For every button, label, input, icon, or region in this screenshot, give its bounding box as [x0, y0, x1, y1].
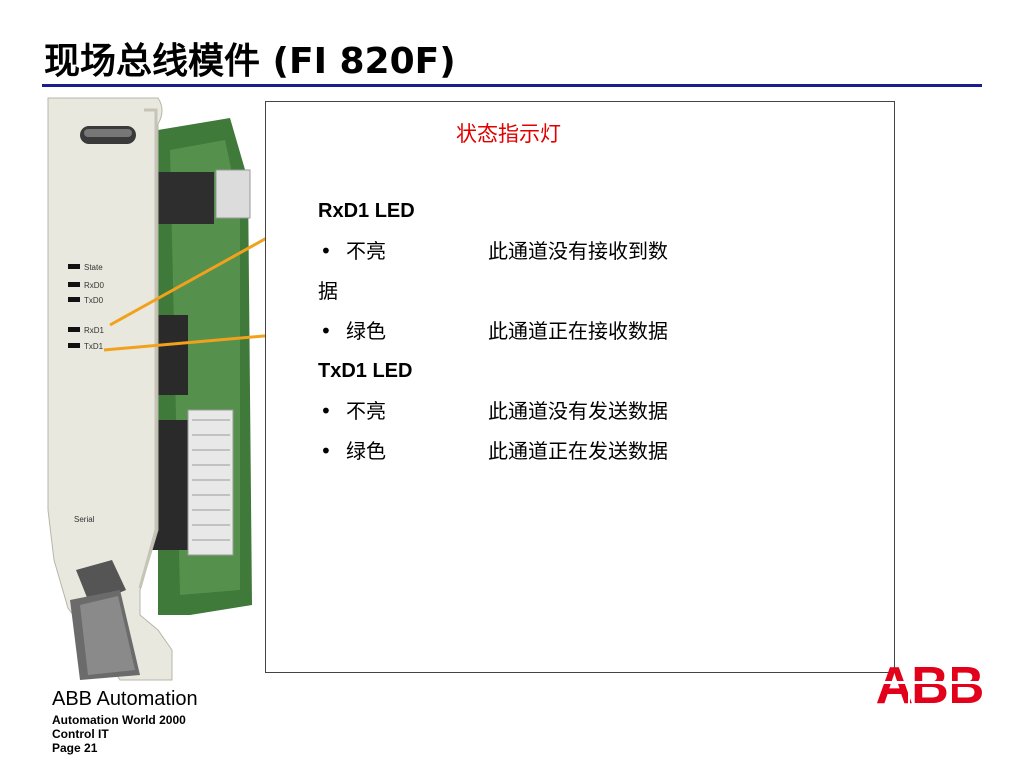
- footer-product: Control IT: [52, 727, 109, 741]
- bullet-icon: •: [320, 239, 332, 263]
- row-desc: 此通道没有接收到数: [488, 239, 668, 263]
- led-rxd1: [68, 327, 80, 332]
- rxd1-title: RxD1 LED: [318, 200, 415, 222]
- status-heading: 状态指示灯: [456, 122, 561, 146]
- led-label-txd1: TxD1: [84, 342, 104, 351]
- led-txd1: [68, 343, 80, 348]
- rxd1-row-off: • 不亮 此通道没有接收到数 据: [318, 238, 738, 318]
- txd1-row-green: • 绿色 此通道正在发送数据: [318, 438, 738, 478]
- slide-title: 现场总线模件 (FI 820F): [44, 41, 456, 82]
- module-bottom-label: Serial: [74, 515, 95, 524]
- status-content: RxD1 LED • 不亮 此通道没有接收到数 据 • 绿色 此通道正在接收数据…: [318, 198, 738, 478]
- row-desc: 此通道正在接收数据: [488, 319, 668, 343]
- txd1-title: TxD1 LED: [318, 360, 413, 382]
- footer-event: Automation World 2000: [52, 713, 186, 727]
- chip: [150, 172, 214, 224]
- module-illustration: State RxD0 TxD0 RxD1 TxD1 Serial: [47, 97, 252, 681]
- row-state: 绿色: [346, 319, 386, 343]
- rxd1-row-green: • 绿色 此通道正在接收数据: [318, 318, 738, 358]
- footer-page-number: Page 21: [52, 741, 98, 755]
- row-state: 不亮: [346, 399, 386, 423]
- title-rule: [42, 84, 982, 87]
- bullet-icon: •: [320, 439, 332, 463]
- edge-connector: [187, 409, 234, 556]
- txd1-row-off: • 不亮 此通道没有发送数据: [318, 398, 738, 438]
- row-desc: 此通道正在发送数据: [488, 439, 668, 463]
- slide-footer: ABB Automation Automation World 2000 Con…: [52, 688, 198, 755]
- led-label-txd0: TxD0: [84, 296, 104, 305]
- status-info-box: 状态指示灯 RxD1 LED • 不亮 此通道没有接收到数 据 • 绿色 此通道…: [265, 101, 895, 673]
- bullet-icon: •: [320, 399, 332, 423]
- row-desc-continuation: 据: [318, 279, 338, 303]
- led-txd0: [68, 297, 80, 302]
- led-rxd0: [68, 282, 80, 287]
- row-desc: 此通道没有发送数据: [488, 399, 668, 423]
- footer-company: ABB Automation: [52, 688, 198, 710]
- led-state: [68, 264, 80, 269]
- abb-logo: ABB: [866, 658, 992, 708]
- bullet-icon: •: [320, 319, 332, 343]
- row-state: 绿色: [346, 439, 386, 463]
- led-label-rxd0: RxD0: [84, 281, 105, 290]
- row-state: 不亮: [346, 239, 386, 263]
- connector-block: [215, 169, 251, 219]
- led-label-rxd1: RxD1: [84, 326, 105, 335]
- led-label-state: State: [84, 263, 103, 272]
